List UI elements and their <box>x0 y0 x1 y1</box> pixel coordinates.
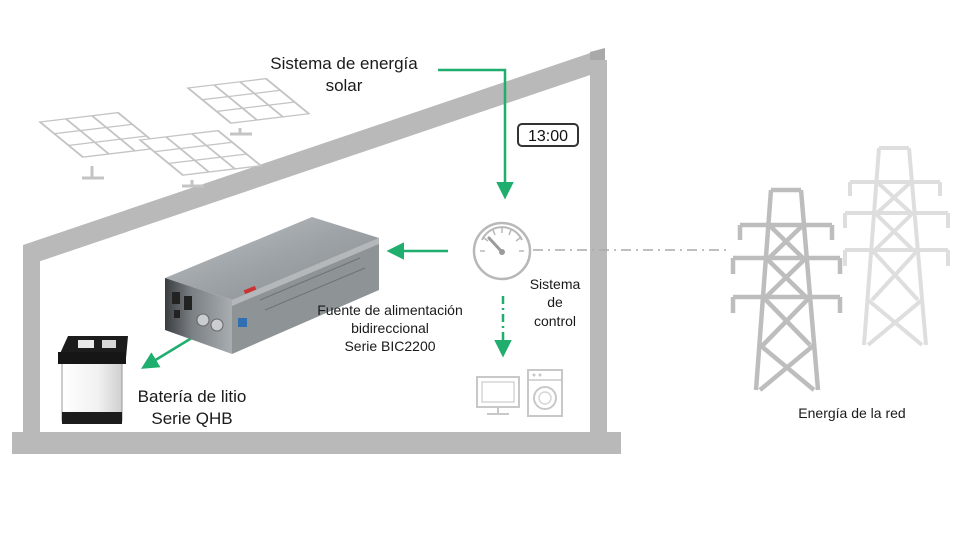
clock-icon: 13:00 <box>517 123 579 147</box>
control-label-line-3: control <box>533 312 577 329</box>
battery-label-line-2: Serie QHB <box>151 408 233 428</box>
clock-time: 13:00 <box>527 128 569 145</box>
solar-label-line-1: Sistema de energía <box>270 54 418 73</box>
control-label-line-2: de <box>547 294 563 311</box>
solar-panel-icon <box>38 111 163 180</box>
psu-label-line-1: Fuente de alimentación <box>317 302 463 318</box>
power-tower-icon <box>843 146 950 347</box>
solar-panel-icon <box>138 129 263 188</box>
solar-system-label: Sistema de energía solar <box>256 53 432 97</box>
house-outline <box>12 48 621 454</box>
psu-label: Fuente de alimentación bidireccional Ser… <box>300 301 480 356</box>
grid-energy-label: Energía de la red <box>770 405 934 423</box>
power-tower-icon <box>730 187 843 392</box>
psu-label-line-2: bidireccional <box>351 320 429 337</box>
gauge-icon <box>472 221 532 281</box>
psu-to-battery-arrow <box>141 334 196 369</box>
control-label-line-1: Sistema <box>529 276 581 292</box>
battery-icon <box>58 336 128 424</box>
power-supply-icon <box>165 217 379 354</box>
psu-label-line-3: Serie BIC2200 <box>344 338 436 355</box>
tv-icon <box>476 376 520 415</box>
solar-to-control-arrow <box>438 68 514 200</box>
battery-label: Batería de litio Serie QHB <box>120 386 264 430</box>
washing-machine-icon <box>527 369 563 417</box>
grid-label-text: Energía de la red <box>798 405 906 421</box>
solar-panel-icon <box>186 77 311 136</box>
solar-label-line-2: solar <box>325 75 363 95</box>
battery-label-line-1: Batería de litio <box>137 387 247 406</box>
control-system-label: Sistema de control <box>523 275 587 330</box>
